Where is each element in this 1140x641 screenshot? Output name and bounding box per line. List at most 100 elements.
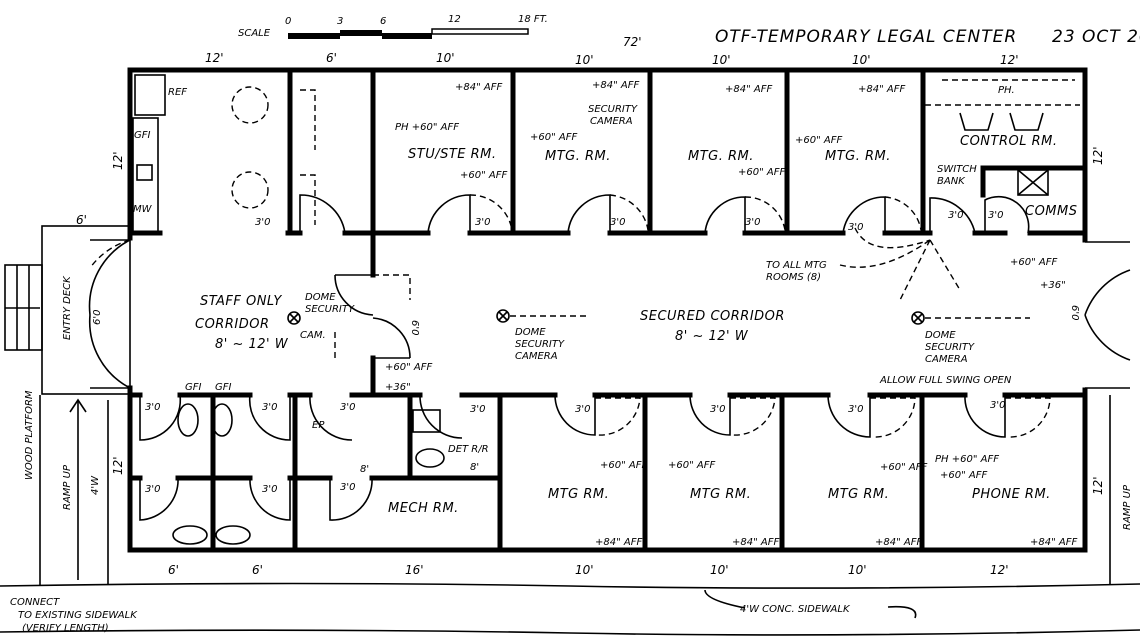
sink — [136, 164, 153, 181]
scale-label: SCALE — [238, 28, 271, 39]
annotation-label: 3'0 — [745, 217, 760, 228]
annotation-label: CAM. — [300, 330, 326, 341]
room-comms: COMMS — [1025, 204, 1078, 219]
annotation-label: 6'0 — [92, 310, 103, 325]
annotation-label: SECURITY — [588, 104, 638, 115]
annotation-label: 3'0 — [145, 484, 160, 495]
secured-corridor-label: SECURED CORRIDOR — [640, 309, 785, 324]
sidewalk-label: 4'W CONC. SIDEWALK — [740, 604, 851, 615]
secured-corridor-width: 8' ~ 12' W — [675, 329, 749, 344]
furniture — [132, 74, 1080, 545]
annotation-label: 3'0 — [145, 402, 160, 413]
annotation-label: +60" AFF — [668, 460, 715, 471]
room-mech: MECH RM. — [388, 501, 459, 516]
room-mtg: MTG RM. — [548, 487, 609, 502]
annotation-label: SECURITY — [515, 339, 565, 350]
annotation-label: ROOMS (8) — [766, 272, 821, 283]
annotation-label: 3'0 — [575, 404, 590, 415]
annotation-label: 3'0 — [610, 217, 625, 228]
annotation-label: 6'0 — [409, 320, 420, 335]
scale-tick: 18 FT. — [518, 14, 548, 25]
annotation-label: 10' — [848, 563, 867, 577]
room-ep: EP — [312, 420, 325, 431]
table — [231, 86, 269, 124]
room-phone: PHONE RM. — [972, 487, 1051, 502]
annotation-label: +60" AFF — [1010, 257, 1057, 268]
dim-deck: 6' — [76, 213, 87, 227]
annotation-label: DOME — [305, 292, 336, 303]
annotation-label: 8' — [360, 464, 369, 475]
annotation-label: TO ALL MTG — [766, 260, 827, 271]
annotation-label: 3'0 — [255, 217, 270, 228]
ramp-width-label: 4'W — [90, 475, 101, 495]
dim-left-top: 12' — [111, 151, 125, 170]
annotation-label: 3'0 — [340, 402, 355, 413]
annotation-label: ALLOW FULL SWING OPEN — [879, 375, 1012, 386]
scale-tick: 6 — [380, 16, 386, 27]
annotation-label: 3'0 — [988, 210, 1003, 221]
wood-platform-label: WOOD PLATFORM — [24, 390, 35, 480]
annotation-label: GFI — [215, 382, 232, 393]
annotation-label: BANK — [937, 176, 966, 187]
annotation-label: +84" AFF — [455, 82, 502, 93]
annotation-label: 10' — [575, 53, 594, 67]
annotation-label: SECURITY — [305, 304, 355, 315]
scale-tick: 0 — [285, 16, 291, 27]
annotation-label: GFI — [185, 382, 202, 393]
entry-deck-label: ENTRY DECK — [62, 275, 73, 340]
ramp-left: WOOD PLATFORM RAMP UP 4'W — [24, 390, 109, 585]
ramp-right: RAMP UP — [1109, 395, 1133, 585]
annotation-label: 16' — [405, 563, 424, 577]
annotation-label: 3'0 — [710, 404, 725, 415]
dim-left-bottom: 12' — [111, 456, 125, 475]
refrigerator — [134, 74, 166, 116]
annotation-label: 12' — [990, 563, 1009, 577]
annotation-label: 3'0 — [848, 404, 863, 415]
annotation-label: +60" AFF — [600, 460, 647, 471]
annotation-label: GFI — [134, 130, 151, 141]
annotation-label: 10' — [712, 53, 731, 67]
interior-walls — [127, 67, 1088, 553]
scale-bar: SCALE 0 3 6 12 18 FT. — [238, 14, 548, 39]
dim-right-bottom: 12' — [1091, 476, 1105, 495]
corridor-labels: STAFF ONLY CORRIDOR 8' ~ 12' W SECURED C… — [195, 294, 785, 352]
annotation-label: 3'0 — [262, 484, 277, 495]
annotation-label: +84" AFF — [1030, 537, 1077, 548]
bottom-dimensions: 6' 6' 16' 10' 10' 10' 12' — [168, 563, 1009, 577]
comms-rack — [1017, 169, 1049, 196]
ramp-right-label: RAMP UP — [1122, 484, 1133, 530]
stairs — [4, 264, 43, 351]
room-mtg: MTG. RM. — [545, 149, 611, 164]
annotation-label: +60" AFF — [530, 132, 577, 143]
annotation-label: 3'0 — [470, 404, 485, 415]
drawing-title: OTF-TEMPORARY LEGAL CENTER — [715, 27, 1017, 47]
annotation-label: 3'0 — [990, 400, 1005, 411]
annotation-label: PH. — [998, 85, 1015, 96]
room-labels: STU/STE RM. MTG. RM. MTG. RM. MTG. RM. C… — [312, 134, 1078, 516]
annotation-label: 6' — [326, 51, 337, 65]
annotation-label: 12' — [1000, 53, 1019, 67]
scale-tick: 12 — [448, 14, 461, 25]
annotation-label: 3'0 — [340, 482, 355, 493]
sidewalk: CONNECT TO EXISTING SIDEWALK (VERIFY LEN… — [0, 582, 1140, 636]
annotation-label: 6'0 — [1069, 305, 1080, 320]
annotation-label: +60" AFF — [738, 167, 785, 178]
counter — [132, 117, 159, 234]
annotation-label: +60" AFF — [460, 170, 507, 181]
annotation-label: SECURITY — [925, 342, 975, 353]
room-stu-ste: STU/STE RM. — [408, 147, 497, 162]
overall-dimension: 72' — [623, 35, 642, 49]
annotation-label: SWITCH — [937, 164, 977, 175]
annotation-label: +84" AFF — [592, 80, 639, 91]
annotation-label: +84" AFF — [875, 537, 922, 548]
annotation-label: +60" AFF — [940, 470, 987, 481]
annotation-label: 3'0 — [948, 210, 963, 221]
annotation-label: 12' — [205, 51, 224, 65]
annotation-label: 10' — [852, 53, 871, 67]
annotation-label: 6' — [168, 563, 179, 577]
annotation-label: PH +60" AFF — [395, 122, 459, 133]
annotation-label: 10' — [575, 563, 594, 577]
annotation-label: +36" — [385, 382, 411, 393]
connect-label: TO EXISTING SIDEWALK — [18, 610, 138, 621]
